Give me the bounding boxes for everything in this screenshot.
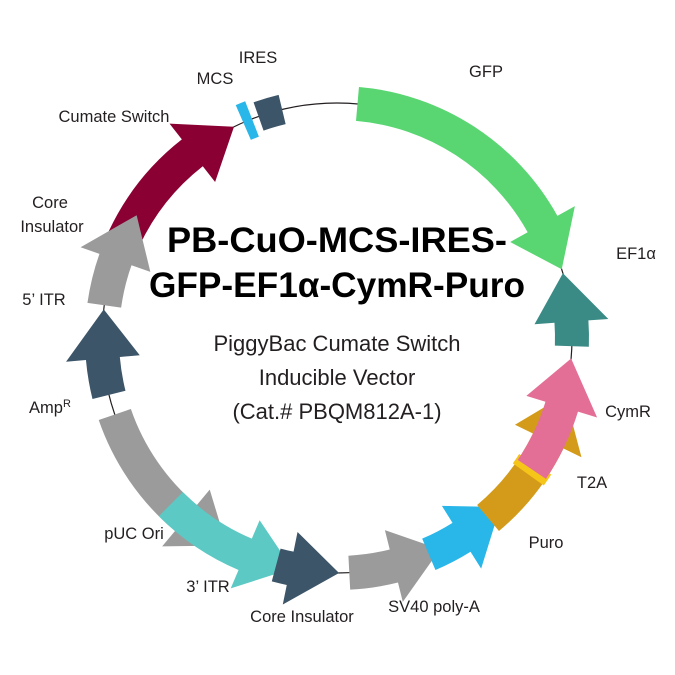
label-mcs: MCS <box>197 70 234 88</box>
title-line2: GFP-EF1α-CymR-Puro <box>149 266 525 305</box>
mcs-marker <box>235 101 259 140</box>
gfp-arrow <box>356 86 575 270</box>
label-puc-ori: pUC Ori <box>104 525 164 543</box>
label-core-insulator-bottom: Core Insulator <box>250 608 354 626</box>
subtitle-line1: PiggyBac Cumate Switch <box>214 331 461 356</box>
puc-ori-arrow <box>158 492 293 589</box>
labels-layer: IRES MCS Cumate Switch Core Insulator 5’… <box>20 49 656 626</box>
sv40-polya-arrow <box>422 505 501 570</box>
ires-marker <box>253 94 286 131</box>
core-insulator-bottom-arrow <box>348 530 441 602</box>
three-itr-arrow <box>271 532 340 605</box>
label-sv40-polya: SV40 poly-A <box>388 598 480 616</box>
label-five-itr: 5’ ITR <box>22 291 65 309</box>
title-line1: PB-CuO-MCS-IRES- <box>167 221 507 260</box>
core-insulator-top-arrow <box>80 215 151 308</box>
ef1a-arrow <box>534 273 609 347</box>
features-layer <box>66 86 609 605</box>
five-itr-arrow <box>66 309 140 399</box>
subtitle-line2: Inducible Vector <box>259 365 416 390</box>
subtitle-line3: (Cat.# PBQM812A-1) <box>232 399 441 424</box>
label-puro: Puro <box>529 534 564 552</box>
center-text: PB-CuO-MCS-IRES- GFP-EF1α-CymR-Puro Pigg… <box>149 221 525 424</box>
label-ampr: AmpR <box>29 398 71 417</box>
label-ires: IRES <box>239 49 278 67</box>
label-cymr: CymR <box>605 403 651 421</box>
label-ef1a: EF1α <box>616 245 656 263</box>
label-gfp: GFP <box>469 63 503 81</box>
label-cumate-switch: Cumate Switch <box>59 108 170 126</box>
cymr-arrow <box>517 358 598 479</box>
label-core-insulator-top-line2: Insulator <box>20 218 84 236</box>
label-core-insulator-top-line1: Core <box>32 194 68 212</box>
label-t2a: T2A <box>577 474 607 492</box>
cumate-switch-arrow <box>108 123 234 246</box>
label-three-itr: 3’ ITR <box>186 578 229 596</box>
